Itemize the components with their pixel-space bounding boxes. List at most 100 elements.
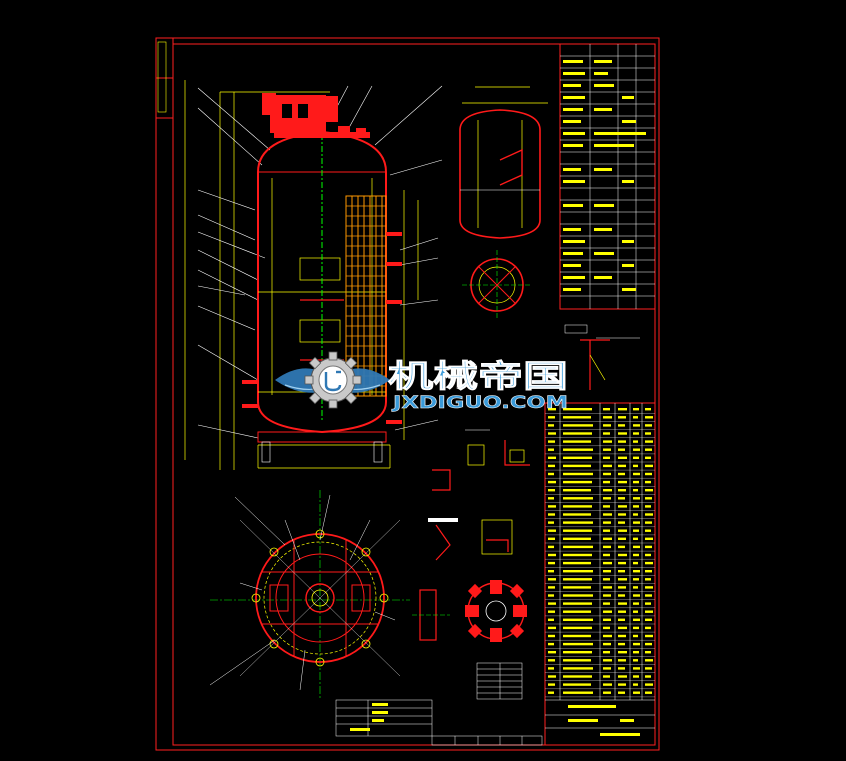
parts-list-cell	[603, 480, 610, 484]
parts-list-cell	[548, 545, 554, 549]
parts-list-cell	[603, 634, 612, 638]
parts-list-cell	[548, 570, 554, 573]
parts-list-cell	[603, 586, 612, 589]
parts-list-cell	[548, 521, 554, 524]
parts-list-cell	[548, 594, 554, 597]
parts-list-cell	[548, 675, 556, 678]
parts-list-cell	[603, 505, 610, 508]
parts-list-cell	[548, 505, 556, 508]
parts-list-cell	[563, 553, 592, 557]
parts-list-cell	[548, 432, 556, 435]
parts-list-cell	[548, 529, 556, 532]
parts-list-cell	[633, 626, 639, 630]
parts-list-cell	[633, 513, 638, 516]
bracket-detail	[564, 324, 640, 390]
parts-list-cell	[618, 408, 627, 411]
parts-list-cell	[548, 537, 555, 540]
parts-list-cell	[563, 505, 592, 508]
parts-list-cell	[645, 513, 653, 516]
parts-list-cell	[645, 626, 651, 630]
parts-list-cell	[645, 537, 653, 540]
parts-list-cell	[645, 424, 652, 427]
parts-list-cell	[603, 489, 612, 492]
parts-list-rows	[545, 408, 655, 698]
parts-list-cell	[633, 416, 638, 419]
parts-list-cell	[603, 416, 612, 419]
parts-list-cell	[618, 521, 625, 524]
parts-list-cell	[633, 456, 639, 459]
parts-list-cell	[618, 464, 626, 468]
parts-list-cell	[645, 586, 653, 589]
signature-table	[431, 735, 543, 746]
parts-list-cell	[548, 667, 554, 670]
parts-list-cell	[603, 537, 612, 540]
parts-list-cell	[563, 618, 593, 621]
parts-list-cell	[603, 561, 612, 565]
parts-list-cell	[563, 521, 593, 524]
parts-list-cell	[633, 408, 639, 411]
parts-list-cell	[633, 424, 640, 427]
parts-list-cell	[603, 675, 610, 678]
nozzle-table	[476, 662, 523, 700]
parts-list-cell	[645, 683, 653, 686]
parts-list-cell	[645, 464, 653, 468]
parts-list-cell	[603, 545, 611, 549]
parts-list-cell	[633, 505, 639, 508]
parts-list-cell	[645, 521, 652, 524]
parts-list-cell	[603, 626, 610, 630]
parts-list-cell	[633, 651, 639, 654]
parts-list-cell	[618, 432, 627, 435]
parts-list-cell	[563, 626, 592, 630]
plan-view	[210, 490, 410, 700]
parts-list-cell	[548, 586, 555, 589]
parts-list-cell	[645, 408, 651, 411]
parts-list-cell	[618, 480, 627, 484]
parts-list-cell	[618, 416, 626, 419]
parts-list-cell	[645, 634, 653, 638]
parts-list-cell	[645, 472, 652, 476]
parts-list-cell	[645, 480, 651, 484]
parts-list-cell	[548, 578, 556, 581]
parts-list-cell	[603, 578, 610, 581]
parts-list-cell	[618, 642, 625, 646]
title-block-text	[568, 705, 640, 736]
parts-list-cell	[633, 586, 638, 589]
parts-list-cell	[618, 553, 627, 557]
parts-list-cell	[548, 464, 555, 468]
parts-list-cell	[603, 497, 611, 500]
parts-list-cell	[603, 472, 611, 476]
parts-list-cell	[548, 416, 555, 419]
parts-list-cell	[603, 570, 611, 573]
parts-list-cell	[633, 464, 638, 468]
drawing-frame	[155, 37, 660, 751]
parts-list-cell	[618, 497, 625, 500]
parts-list-cell	[603, 691, 611, 694]
parts-list-cell	[645, 675, 651, 678]
parts-list-cell	[548, 561, 555, 565]
small-details	[412, 429, 530, 641]
parts-list-cell	[563, 456, 592, 459]
plan-view-leaders	[209, 494, 396, 691]
parts-list-cell	[563, 602, 592, 605]
parts-list-cell	[548, 610, 555, 613]
gear-icon	[304, 351, 362, 409]
parts-list-cell	[633, 602, 639, 605]
parts-list-cell	[563, 529, 592, 532]
parts-list-cell	[548, 513, 555, 516]
parts-list-cell	[618, 578, 627, 581]
parts-list-cell	[548, 456, 556, 459]
parts-list-cell	[603, 529, 610, 532]
parts-list-cell	[603, 651, 610, 654]
parts-list-cell	[645, 545, 652, 549]
parts-list-cell	[603, 424, 611, 427]
parts-list-cell	[633, 553, 639, 557]
parts-list-cell	[563, 586, 591, 589]
parts-list-cell	[618, 529, 627, 532]
parts-list-cell	[618, 691, 625, 694]
parts-list-cell	[633, 529, 639, 532]
parts-list-cell	[633, 521, 640, 524]
parts-list-cell	[645, 618, 652, 621]
parts-list-cell	[645, 505, 651, 508]
parts-list-cell	[633, 594, 640, 597]
